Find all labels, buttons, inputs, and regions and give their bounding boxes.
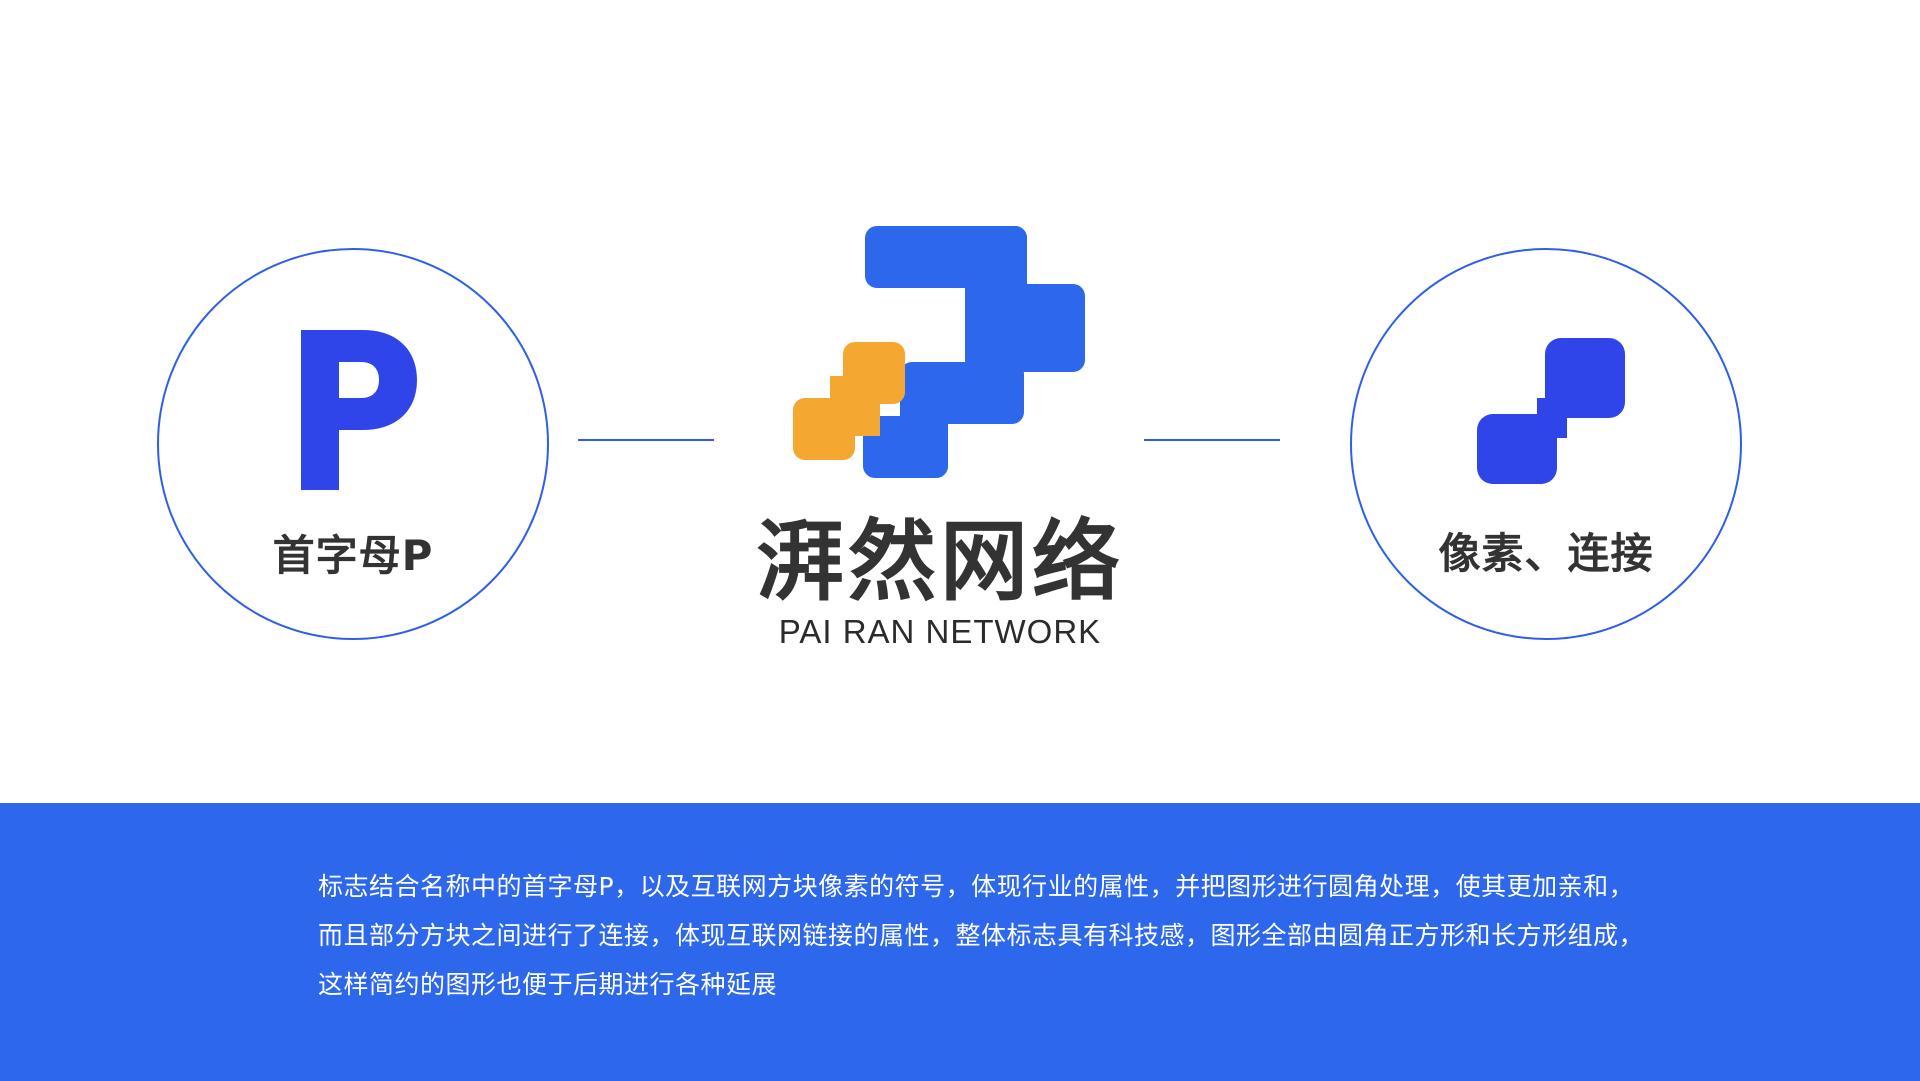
pai-ran-logo-icon — [793, 226, 1085, 478]
pixel-connection-label: 像素、连接 — [1438, 529, 1654, 578]
logo-english-name: PAI RAN NETWORK — [778, 613, 1102, 650]
letter-p-concept-circle: 首字母P — [157, 248, 549, 640]
letter-p-label: 首字母P — [272, 531, 434, 580]
description-band — [0, 803, 1920, 1081]
pixel-connection-icon — [1477, 338, 1625, 484]
letter-p-icon — [301, 330, 417, 490]
logo-chinese-name: 湃然网络 — [755, 510, 1124, 613]
pixel-connection-concept-circle: 像素、连接 — [1350, 248, 1742, 640]
right-connector-line — [1144, 439, 1280, 441]
logo-description-text: 标志结合名称中的首字母P，以及互联网方块像素的符号，体现行业的属性，并把图形进行… — [318, 872, 1645, 999]
left-connector-line — [578, 439, 714, 441]
